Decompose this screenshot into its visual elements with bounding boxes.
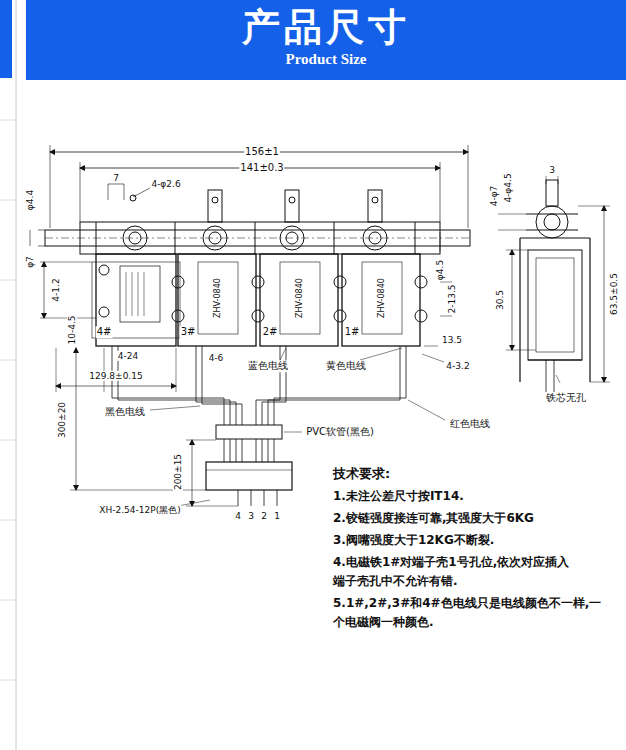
drawing-label: 2-13.5	[447, 283, 457, 314]
drawing-label: 铁芯无孔	[545, 392, 587, 404]
drawing-label: ZHV-0840	[213, 277, 222, 319]
drawing-label: 4-φ2.6	[150, 179, 181, 189]
drawing-label: PVC软管(黑色)	[305, 426, 375, 438]
header-band: 产品尺寸Product Size	[26, 0, 626, 80]
drawing-label: 300±20	[57, 401, 67, 439]
drawing-label: 3	[548, 165, 556, 175]
header-subtitle: Product Size	[26, 50, 626, 68]
drawing-label: 2#	[262, 326, 279, 338]
drawing-label: XH-2.54-12P(黑色)	[98, 505, 181, 515]
drawing-label: 4-φ4.5	[503, 172, 513, 203]
front-view	[30, 145, 470, 506]
drawing-label: φ4.5	[435, 259, 445, 281]
drawing-label: 3#	[180, 326, 197, 338]
drawing-label: 141±0.3	[239, 162, 284, 174]
note-text: 4.电磁铁1#对端子壳1号孔位,依次对应插入	[332, 556, 570, 570]
drawing-label: 30.5	[495, 289, 505, 311]
margin-line	[16, 0, 17, 750]
side-tab	[0, 0, 12, 78]
drawing-label: φ7	[25, 255, 35, 269]
drawing-label: 156±1	[244, 146, 280, 158]
note-text: 端子壳孔中不允许有错.	[332, 575, 459, 589]
drawing-label: 10-4.5	[67, 314, 77, 345]
drawing-label: 4-φ7	[489, 185, 499, 208]
drawing-label: φ4.4	[25, 189, 35, 211]
drawing-label: 4-1.2	[51, 277, 61, 302]
header-title: 产品尺寸	[26, 0, 626, 50]
drawing-label: 4-24	[117, 351, 139, 361]
drawing-label: 7	[112, 173, 120, 183]
drawing-label: 129.8±0.15	[88, 371, 143, 381]
drawing-label: 3	[247, 511, 255, 521]
note-text: 5.1#,2#,3#和4#色电线只是电线颜色不一样,一	[332, 597, 602, 611]
drawing-label: 200±15	[173, 453, 183, 491]
side-view	[498, 176, 610, 392]
note-text: 2.铰链强度接连可靠,其强度大于6KG	[332, 512, 535, 526]
drawing-label: 4#	[96, 326, 113, 338]
note-text: 个电磁阀一种颜色.	[332, 616, 435, 630]
drawing-label: 4-3.2	[445, 361, 470, 371]
drawing-label: 蓝色电线	[247, 360, 289, 372]
drawing-label: 4	[234, 511, 242, 521]
margin-ticks	[0, 120, 16, 680]
drawing-label: 4-6	[208, 353, 225, 363]
drawing-label: 13.5	[441, 335, 463, 345]
drawing-label: 红色电线	[449, 418, 491, 430]
drawing-label: ZHV-0840	[295, 277, 304, 319]
drawing-label: 黄色电线	[325, 360, 367, 372]
drawing-label: 1#	[344, 326, 361, 338]
drawing-label: 1	[273, 511, 281, 521]
note-text: 技术要求:	[332, 467, 391, 482]
drawing-label: ZHV-0840	[377, 277, 386, 319]
drawing-label: 黑色电线	[104, 406, 146, 418]
note-text: 3.阀嘴强度大于12KG不断裂.	[332, 534, 495, 548]
drawing-label: 2	[260, 511, 268, 521]
drawing-label: 63.5±0.5	[609, 272, 619, 316]
note-text: 1.未注公差尺寸按IT14.	[332, 490, 465, 504]
